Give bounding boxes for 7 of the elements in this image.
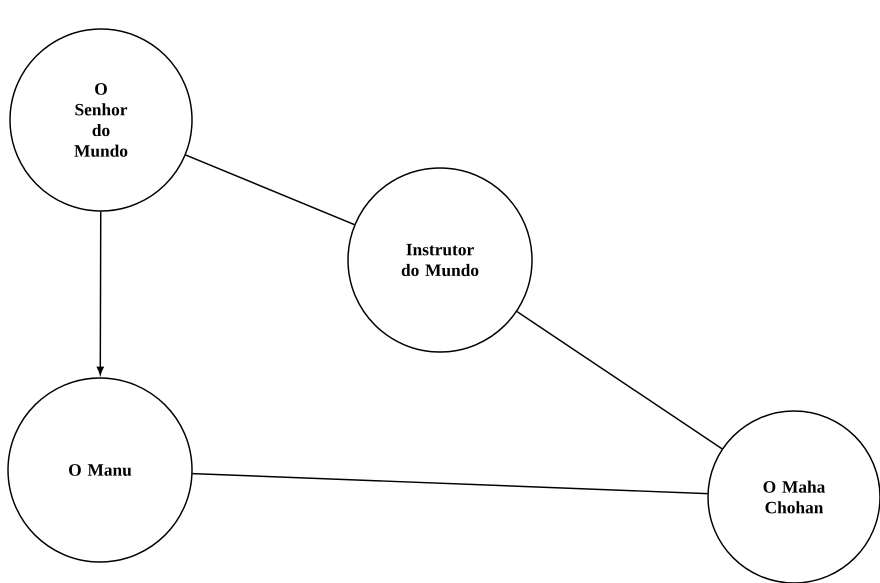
circle-node: O Manu bbox=[7, 377, 193, 563]
connector-line bbox=[192, 472, 708, 494]
connector-line bbox=[186, 154, 355, 226]
circle-node: O Senhor do Mundo bbox=[9, 28, 193, 212]
connector-line bbox=[96, 212, 104, 375]
connector-line bbox=[516, 310, 722, 450]
circle-node: Instrutor do Mundo bbox=[347, 167, 533, 353]
